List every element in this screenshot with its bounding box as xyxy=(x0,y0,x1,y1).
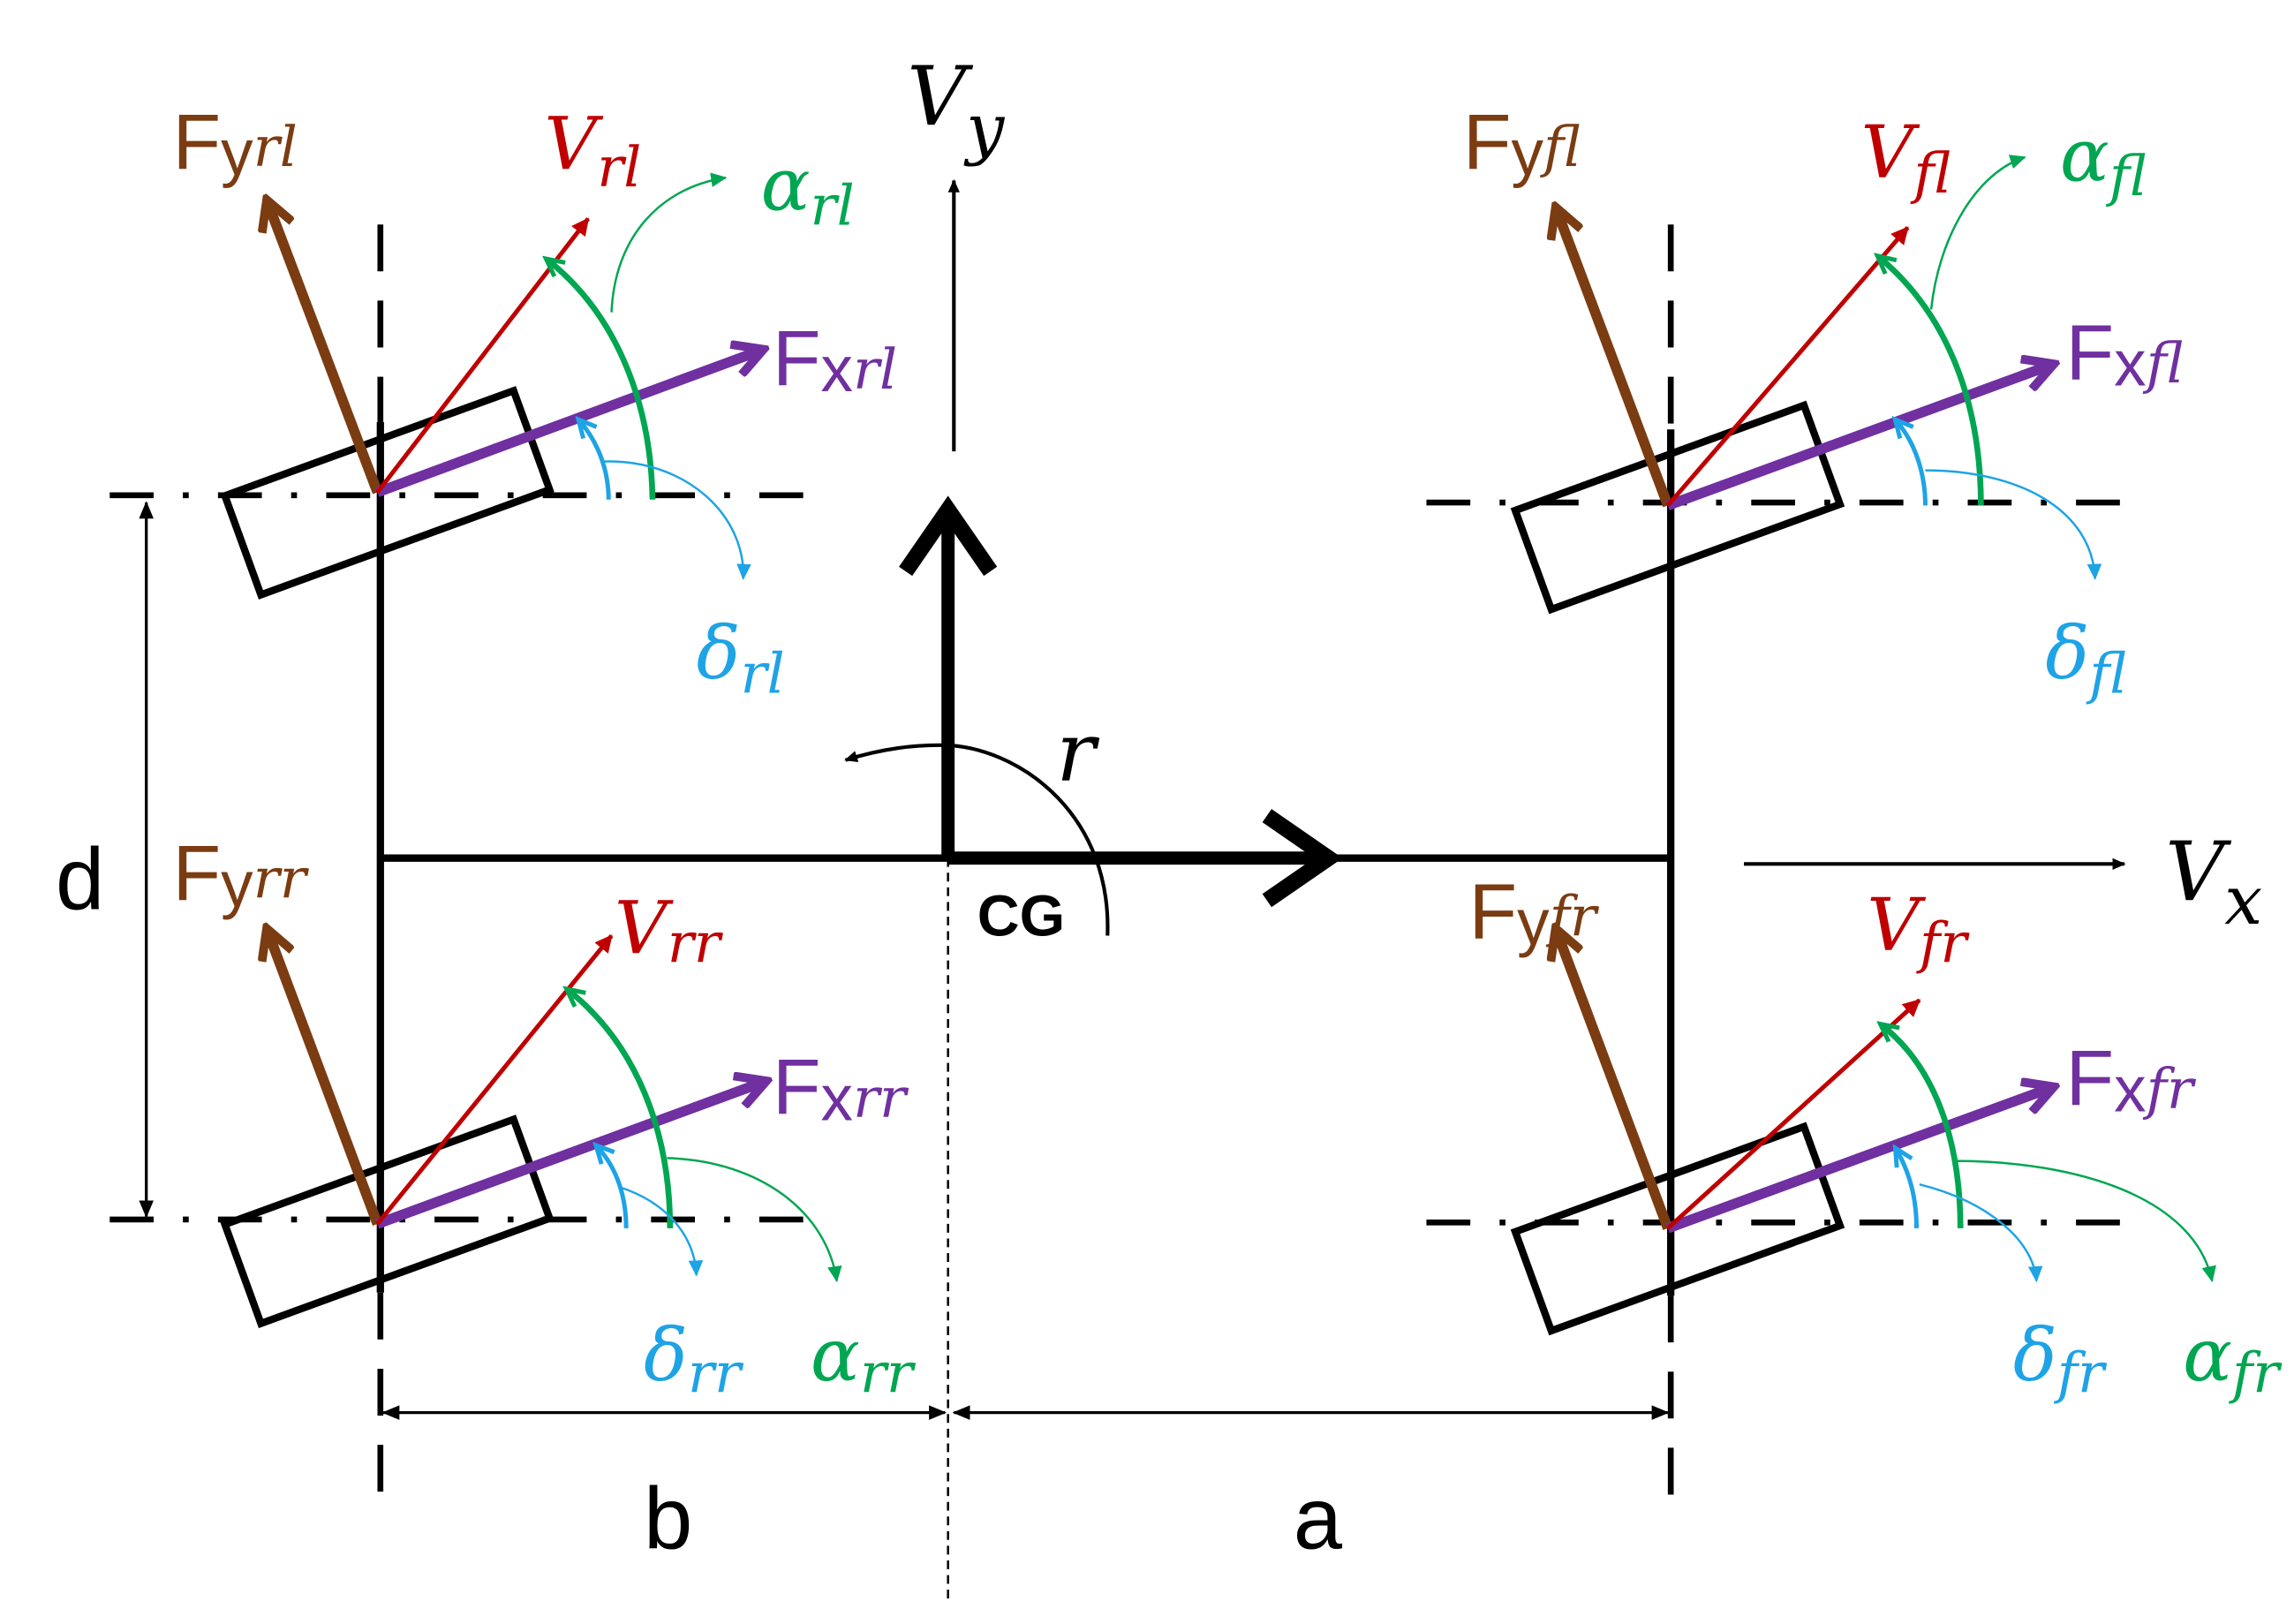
rr-fy-label: Fyrr xyxy=(173,829,310,921)
yaw-rate-arc xyxy=(844,743,1110,936)
vehicle-frame xyxy=(376,224,1675,1600)
coordinate-axes xyxy=(844,178,2126,936)
fl-wheel-vectors xyxy=(1557,155,2102,580)
rr-delta-callout xyxy=(620,1186,704,1277)
fr-alpha-callout xyxy=(1954,1159,2216,1283)
dimension-lines xyxy=(139,501,1670,1420)
fr-fy-label: Fyfr xyxy=(1469,867,1600,959)
fl-fx-arrow xyxy=(1665,365,2051,510)
rl-delta-arc xyxy=(579,420,611,500)
rr-delta-label: δrr xyxy=(644,1312,744,1405)
fr-delta-callout xyxy=(1919,1182,2043,1283)
rr-wheel-vectors xyxy=(268,932,842,1283)
d-label: d xyxy=(56,831,104,929)
fl-fy-label: Fyfl xyxy=(1463,97,1581,189)
fl-v-arrow xyxy=(1665,225,1910,508)
rr-fx-arrow xyxy=(375,1082,763,1229)
fl-fy-arrow xyxy=(1557,210,1673,508)
rl-delta-label: δrl xyxy=(697,610,785,706)
fr-delta-arc xyxy=(1896,1149,1920,1228)
rl-fy-arrow xyxy=(268,202,382,495)
fl-v-label: Vfl xyxy=(1861,110,1951,206)
rr-v-label: Vrr xyxy=(615,885,724,975)
fr-wheel-vectors xyxy=(1557,932,2216,1283)
fl-delta-label: δfl xyxy=(2045,610,2126,706)
fr-fy-arrow xyxy=(1557,932,1673,1230)
rl-fx-label: Fxrl xyxy=(773,314,897,406)
rr-alpha-callout xyxy=(667,1157,842,1283)
fl-alpha-arc xyxy=(1878,257,1984,506)
rr-delta-arc xyxy=(597,1146,629,1228)
rl-wheel-vectors xyxy=(268,172,760,580)
cg-label: CG xyxy=(977,884,1065,949)
a-label: a xyxy=(1294,1470,1343,1568)
yaw-rate-label: r xyxy=(1056,705,1099,800)
fl-delta-callout xyxy=(1925,469,2102,580)
rr-v-arrow xyxy=(375,933,614,1226)
fl-alpha-label: αfl xyxy=(2060,113,2147,209)
fl-tire xyxy=(1510,400,1845,615)
fr-fx-label: Fxfr xyxy=(2066,1034,2197,1126)
rr-alpha-label: αrr xyxy=(811,1312,917,1405)
rl-alpha-label: αrl xyxy=(761,142,855,238)
b-label: b xyxy=(644,1470,692,1568)
fr-fx-arrow xyxy=(1665,1088,2051,1234)
rl-fy-label: Fyrl xyxy=(173,97,298,189)
fl-alpha-callout xyxy=(1929,155,2026,310)
fr-v-label: Vfr xyxy=(1867,882,1970,975)
rr-fy-arrow xyxy=(268,932,382,1226)
rl-v-label: Vrl xyxy=(544,101,641,200)
fr-alpha-label: αfr xyxy=(2183,1312,2283,1405)
fl-delta-arc xyxy=(1896,420,1928,506)
vy-label: Vy xyxy=(907,49,1005,168)
rl-fx-arrow xyxy=(375,351,760,497)
rl-delta-callout xyxy=(602,460,751,580)
rr-fx-label: Fxrr xyxy=(773,1043,909,1135)
rr-alpha-arc xyxy=(568,990,674,1228)
fr-v-arrow xyxy=(1666,998,1921,1230)
vx-label: Vx xyxy=(2165,825,2262,940)
fr-delta-label: δfr xyxy=(2013,1312,2108,1405)
fl-fx-label: Fxfl xyxy=(2066,308,2184,400)
rl-alpha-arc xyxy=(547,260,656,500)
rl-alpha-callout xyxy=(610,172,728,313)
fr-alpha-arc xyxy=(1882,1025,1964,1228)
